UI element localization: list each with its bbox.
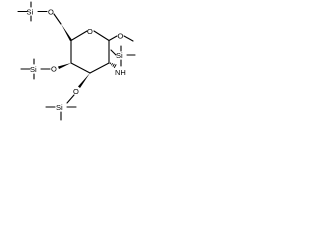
atom-o-4: O (51, 65, 57, 74)
atom-si-top: Si (27, 8, 34, 17)
atom-si-4: Si (30, 65, 37, 74)
bond-c5-oring (70, 30, 88, 42)
bond-sin-methyl-left (110, 49, 117, 56)
bond-o3-si3 (66, 94, 75, 104)
bond-o1-methyl (123, 35, 134, 42)
atom-o-ring: O (87, 27, 93, 36)
bond-c2-c3 (89, 62, 110, 74)
structure-diagram: Si O O O O Si NH Si O Si (0, 0, 139, 135)
bond-c2-n-hash (109, 62, 117, 69)
bond-o6-c6 (53, 13, 62, 25)
bond-c6-c5-wedge (61, 24, 72, 41)
atom-o-3: O (73, 87, 79, 96)
bond-c4-o4-wedge (58, 63, 71, 69)
atom-o-6: O (48, 8, 54, 17)
bond-oring-c1 (93, 30, 110, 42)
atom-si-n: Si (116, 51, 123, 60)
atom-o-1: O (118, 32, 124, 41)
atom-nh: NH (115, 68, 126, 77)
bond-c1-o1 (108, 35, 118, 42)
bond-c3-c4 (70, 62, 91, 74)
molecule-drawing: Si O O O O Si NH Si O Si (17, 1, 136, 121)
atom-si-3: Si (56, 103, 63, 112)
bond-c3-o3-wedge (78, 73, 90, 88)
